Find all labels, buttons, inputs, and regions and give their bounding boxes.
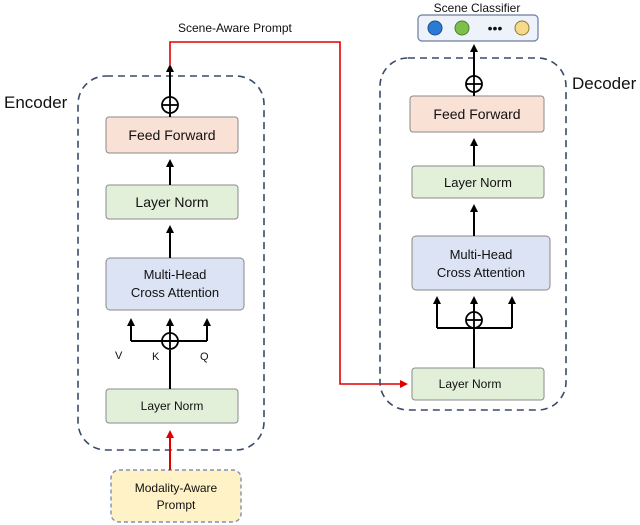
encoder-attention-label-line1: Multi-Head: [144, 267, 207, 282]
decoder-attention-label-line1: Multi-Head: [450, 247, 513, 262]
scene-prompt-connector: [169, 41, 408, 388]
encoder-title: Encoder: [4, 93, 68, 112]
scene-prompt-label: Scene-Aware Prompt: [178, 21, 292, 35]
decoder-layer-norm-top-box: [411, 165, 545, 199]
modality-prompt-line2: Prompt: [157, 498, 196, 512]
encoder-layer-norm-top-box: [105, 184, 239, 220]
decoder-layer-norm-bottom-label: Layer Norm: [439, 377, 502, 391]
decoder-title: Decoder: [572, 74, 637, 93]
modality-prompt-line1: Modality-Aware: [135, 481, 218, 495]
encoder-attention-label-line2: Cross Attention: [131, 285, 219, 300]
encoder-k-label: K: [152, 351, 160, 363]
scene-classifier-title: Scene Classifier: [434, 1, 521, 15]
scene-classifier-box: [417, 14, 539, 42]
classifier-class-blue-icon: [427, 20, 443, 36]
decoder-attention-label-line2: Cross Attention: [437, 265, 525, 280]
encoder-layer-norm-bottom-box: [105, 388, 239, 424]
modality-prompt-box: [110, 469, 242, 523]
decoder-feed-forward-label: Feed Forward: [433, 106, 520, 122]
decoder-layer-norm-top-label: Layer Norm: [444, 175, 512, 190]
decoder-feed-forward-box: [409, 95, 545, 133]
classifier-ellipsis: •••: [488, 20, 503, 36]
encoder-q-label: Q: [200, 351, 209, 363]
classifier-class-yellow-icon: [514, 20, 530, 36]
encoder-feed-forward-box: [105, 116, 239, 154]
encoder-feed-forward-label: Feed Forward: [128, 127, 215, 143]
encoder-layer-norm-top-label: Layer Norm: [135, 194, 208, 210]
encoder-attention-box: [105, 257, 245, 311]
decoder-attention-box: [411, 235, 551, 291]
decoder-layer-norm-bottom-box: [411, 367, 545, 401]
classifier-class-green-icon: [454, 20, 470, 36]
encoder-layer-norm-bottom-label: Layer Norm: [141, 399, 204, 413]
encoder-v-label: V: [115, 350, 123, 362]
